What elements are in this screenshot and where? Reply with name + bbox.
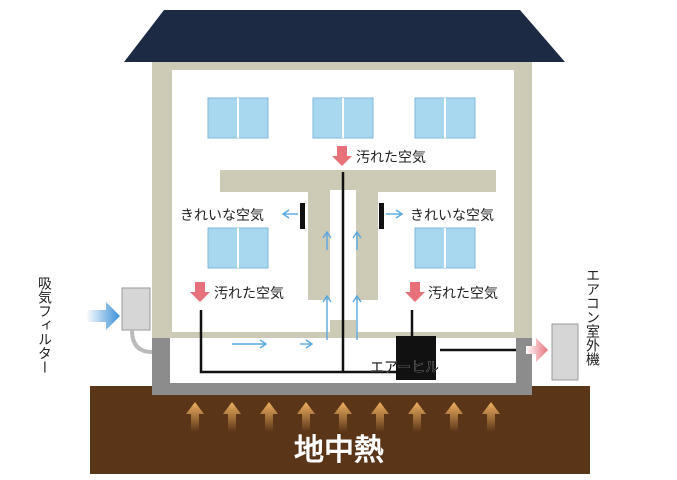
dirty-air-label-right: 汚れた空気: [428, 286, 498, 302]
geothermal-label: 地中熱: [294, 433, 384, 468]
roof: [124, 10, 565, 62]
window: [207, 97, 269, 139]
air-heel-label: エアーヒル: [370, 360, 439, 376]
floor-gap-mid2: [356, 300, 378, 332]
right-hall: [496, 170, 514, 194]
intake-arrow: [86, 302, 120, 330]
dirty-air-label-left: 汚れた空気: [214, 286, 284, 302]
intake-pipe: [130, 329, 153, 354]
floor-gap-mid: [308, 300, 330, 332]
dirty-air-label-upper: 汚れた空気: [356, 150, 426, 166]
ac-outdoor-label: エアコン室外機: [584, 268, 600, 367]
floor-gap-right: [356, 310, 514, 332]
window: [414, 97, 476, 139]
intake-filter-label: 吸気フィルター: [36, 276, 52, 374]
ac-pipe-block: [516, 342, 528, 358]
supply-vent: [379, 203, 384, 229]
floor-gap-left: [172, 310, 308, 332]
clean-air-flow: [232, 209, 404, 349]
window: [414, 227, 476, 269]
return-duct: [199, 172, 525, 374]
outdoor-unit-icon: [551, 323, 579, 381]
down-arrow-icon: [190, 282, 210, 302]
down-arrow-icon: [332, 146, 352, 166]
clean-air-label-left: きれいな空気: [180, 208, 264, 224]
filter-icon: [121, 287, 151, 331]
clean-air-label-right: きれいな空気: [410, 208, 494, 224]
window: [312, 97, 374, 139]
exhaust-arrow: [526, 338, 548, 362]
air-heel-unit: [396, 336, 436, 380]
window: [207, 227, 269, 269]
heat-up-arrow-icon: [186, 402, 500, 432]
supply-vent: [300, 203, 305, 229]
down-arrow-icon: [405, 282, 425, 302]
left-hall: [172, 170, 220, 194]
